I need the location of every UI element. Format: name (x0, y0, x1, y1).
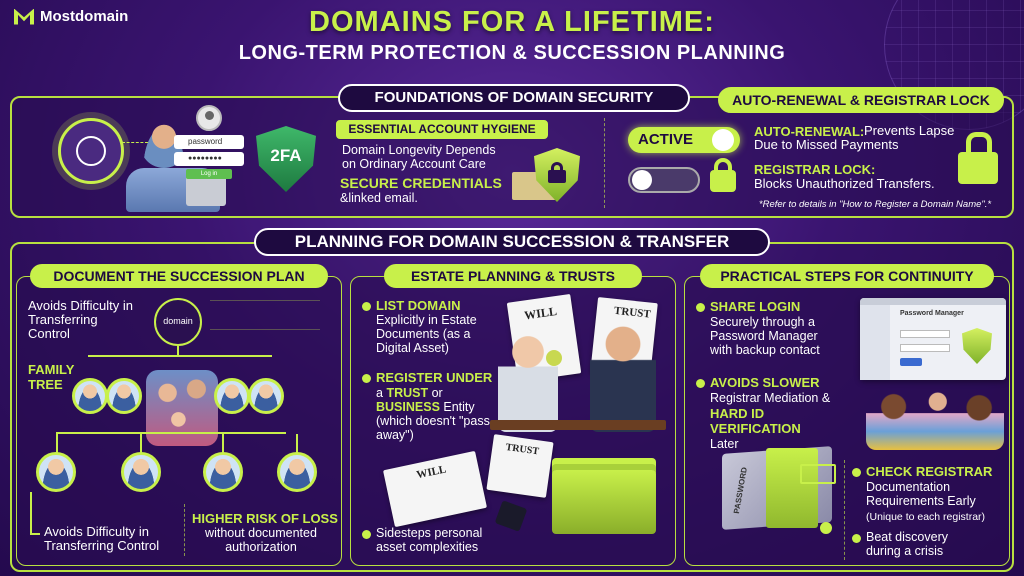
sidestep-text: Sidesteps personal asset complexities (376, 526, 483, 554)
pm-shield-icon (962, 328, 992, 364)
circuit-decoration (210, 300, 320, 330)
family-member-avatar (106, 378, 142, 414)
lock-shackle (551, 162, 563, 171)
woman-figure (498, 332, 558, 432)
succession-bottom-text: Avoids Difficulty in Transferring Contro… (44, 524, 160, 553)
toggle-knob (712, 129, 734, 151)
lock-title: REGISTRAR LOCK: (754, 162, 876, 177)
login-button[interactable]: Log in (186, 169, 232, 179)
bullet-icon (362, 374, 371, 383)
bullet-icon (852, 468, 861, 477)
brand-name: Mostdomain (40, 8, 129, 25)
bullet-icon (696, 303, 705, 312)
hygiene-title: ESSENTIAL ACCOUNT HYGIENE (336, 120, 548, 139)
pm-field[interactable] (900, 330, 950, 338)
lock-text: Blocks Unauthorized Transfers. (754, 176, 935, 191)
desk (490, 420, 666, 430)
practical-heading: PRACTICAL STEPS FOR CONTINUITY (700, 264, 994, 288)
renew-title: AUTO-RENEWAL: (754, 124, 865, 139)
bullet-icon (362, 302, 371, 311)
brand-logo[interactable]: Mostdomain (14, 8, 128, 25)
big-lock-shackle (966, 132, 992, 154)
share-login-text: Securely through a Password Manager with… (710, 315, 820, 357)
check-registrar-title: CHECK REGISTRAR (866, 464, 993, 479)
page-title: DOMAINS FOR A LIFETIME: (309, 6, 715, 38)
password-field[interactable]: password (174, 135, 244, 149)
big-lock-icon (958, 152, 998, 184)
pm-title: Password Manager (900, 310, 964, 317)
green-folder-icon (766, 448, 818, 528)
globe-icon (76, 136, 106, 166)
check-registrar-note: (Unique to each registrar) (866, 511, 986, 523)
family-member-avatar (214, 378, 250, 414)
planning-heading: PLANNING FOR DOMAIN SUCCESSION & TRANSFE… (254, 228, 770, 256)
renew-text: Prevents Lapse Due to Missed Payments (754, 123, 955, 152)
team-group-photo (866, 388, 1004, 450)
laptop-icon (186, 176, 226, 206)
login-avatar-icon (196, 105, 222, 131)
page-subtitle: LONG-TERM PROTECTION & SUCCESSION PLANNI… (238, 42, 786, 64)
descendant-avatar (36, 452, 76, 492)
avoid-title: AVOIDS SLOWER (710, 375, 820, 390)
search-icon (820, 522, 832, 534)
bullet-icon (852, 534, 861, 543)
succession-top-text: Avoids Difficulty in Transferring Contro… (28, 298, 134, 341)
pm-button[interactable] (900, 358, 922, 366)
domain-globe-icon: domain (154, 298, 202, 346)
folder-stack-icon (552, 470, 656, 534)
password-manager-window: Password Manager (860, 298, 1006, 380)
credentials-title: SECURE CREDENTIALS (340, 175, 502, 191)
2fa-label: 2FA (270, 146, 302, 165)
estate-heading: ESTATE PLANNING & TRUSTS (384, 264, 642, 288)
avoid-later-text: Later (710, 437, 739, 451)
list-domain-text: Explicitly in Estate Documents (as a Dig… (376, 313, 477, 355)
family-group-photo (146, 370, 218, 446)
descendant-avatar (121, 452, 161, 492)
bullet-icon (696, 379, 705, 388)
family-member-avatar (72, 378, 108, 414)
share-login-title: SHARE LOGIN (710, 299, 801, 314)
trust-document-front: TRUST (486, 434, 554, 498)
hygiene-text: Domain Longevity Depends on Ordinary Acc… (342, 143, 496, 171)
family-tree-label: FAMILY TREE (28, 362, 75, 392)
foundations-heading: FOUNDATIONS OF DOMAIN SECURITY (338, 84, 690, 112)
pm-field[interactable] (900, 344, 950, 352)
hard-id-title: HARD ID VERIFICATION (710, 406, 801, 436)
domain-ring-icon (58, 118, 124, 184)
credentials-text: &linked email. (340, 191, 418, 205)
active-label: ACTIVE (638, 131, 694, 148)
lock-icon (548, 170, 566, 183)
family-member-avatar (248, 378, 284, 414)
bullet-icon (362, 530, 371, 539)
small-lock-shackle (714, 158, 732, 172)
pm-sidebar (860, 305, 890, 380)
reference-note: *Refer to details in "How to Register a … (758, 199, 992, 210)
toggle-knob (632, 170, 652, 190)
folder-label: PASSWORD (732, 466, 749, 515)
small-lock-icon (710, 170, 736, 192)
avoid-text: Registrar Mediation & (710, 391, 831, 405)
descendant-avatar (277, 452, 317, 492)
check-registrar-text: Documentation Requirements Early (866, 480, 976, 508)
beat-discovery-text: Beat discovery during a crisis (866, 530, 948, 558)
risk-text: without documented authorization (205, 526, 317, 554)
descendant-avatar (203, 452, 243, 492)
registrar-lock-toggle[interactable] (628, 167, 700, 193)
succession-heading: DOCUMENT THE SUCCESSION PLAN (30, 264, 328, 288)
register-title: REGISTER UNDER (376, 370, 493, 385)
autorenew-toggle[interactable]: ACTIVE (628, 127, 740, 153)
password-dots-field[interactable]: ●●●●●●●● (174, 152, 244, 166)
list-domain-title: LIST DOMAIN (376, 298, 461, 313)
register-text: a TRUST or BUSINESS Entity (which doesn'… (376, 386, 490, 442)
autorenew-heading: AUTO-RENEWAL & REGISTRAR LOCK (718, 87, 1004, 113)
connector-line (122, 142, 148, 143)
man-figure (590, 322, 656, 432)
risk-title: HIGHER RISK OF LOSS (192, 511, 338, 526)
